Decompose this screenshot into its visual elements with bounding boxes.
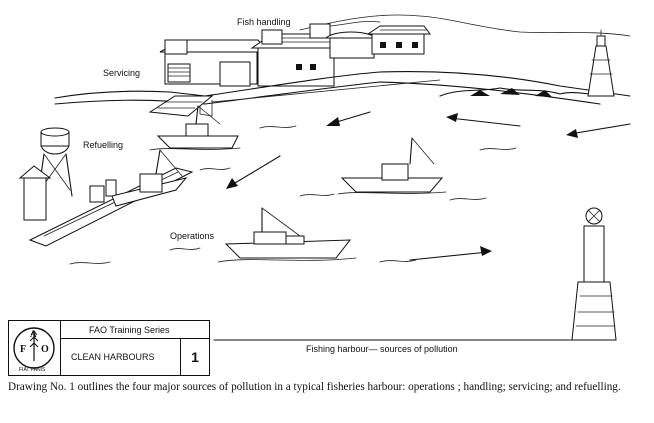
figure-caption: Drawing No. 1 outlines the four major so… <box>8 381 621 393</box>
boat-centre <box>337 137 447 195</box>
water-tower <box>37 127 73 197</box>
label-fish-handling: Fish handling <box>237 17 291 27</box>
label-operations: Operations <box>170 231 215 241</box>
label-servicing: Servicing <box>103 68 140 78</box>
current-arrows <box>226 111 631 261</box>
boat-operations <box>217 207 357 263</box>
diagram-subtitle: Fishing harbour— sources of pollution <box>306 344 458 354</box>
boat-refuelling <box>111 149 188 207</box>
quay-wall <box>54 70 631 99</box>
lighthouse-small <box>587 29 615 97</box>
label-refuelling: Refuelling <box>83 140 123 150</box>
water-ripples <box>69 125 517 265</box>
fao-letter-a: A <box>30 329 37 339</box>
refuelling-pier <box>18 165 194 247</box>
hills <box>299 14 631 37</box>
fao-motto: FIAT PANIS <box>19 367 46 373</box>
series-title-box: F A O FIAT PANIS FAO Training Series CLE… <box>8 320 210 376</box>
breakwater-rocks <box>439 87 606 97</box>
fao-letter-o: O <box>41 344 49 355</box>
lighthouse-large <box>571 207 617 341</box>
fao-logo: F A O FIAT PANIS <box>9 321 61 375</box>
slipway <box>148 95 214 117</box>
fao-letter-f: F <box>20 344 26 355</box>
drawing-number: 1 <box>191 349 199 365</box>
series-title: CLEAN HARBOURS <box>61 339 181 375</box>
series-name: FAO Training Series <box>61 321 209 339</box>
boat-slipway <box>149 105 241 151</box>
harbour-buildings <box>159 23 431 87</box>
